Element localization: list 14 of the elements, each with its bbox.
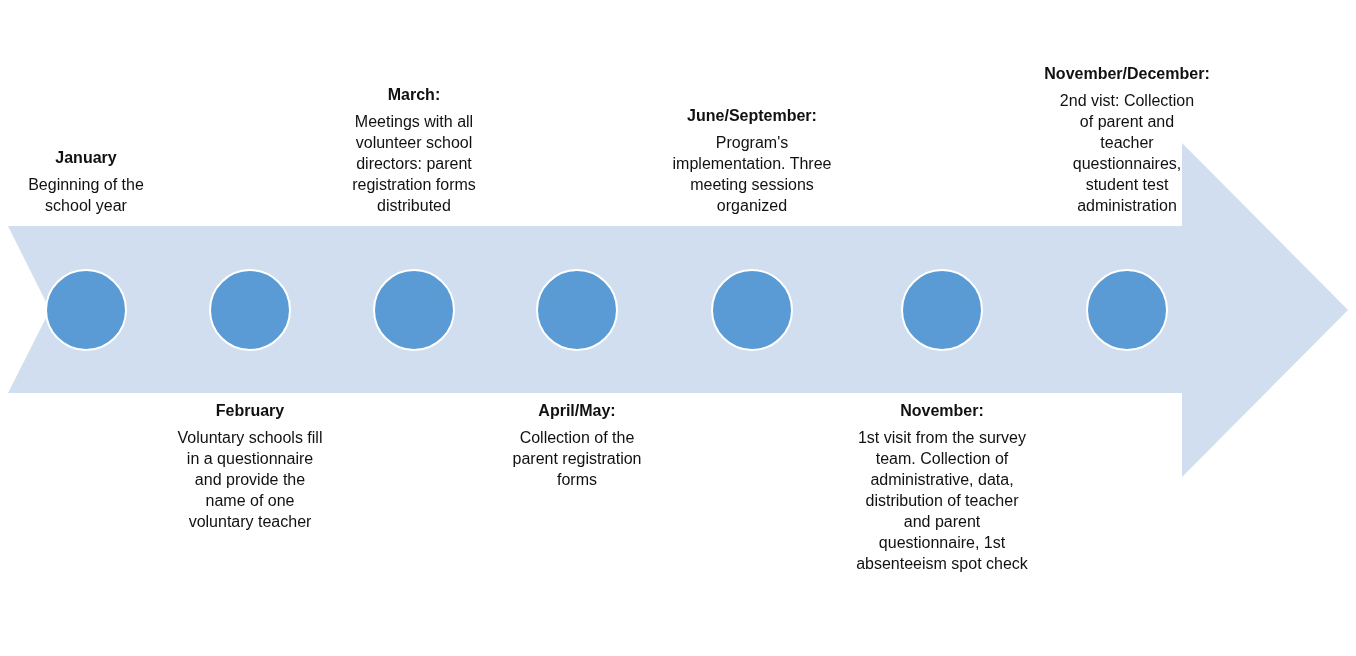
month-heading: April/May: [538,401,616,421]
milestone-description: Collection of the parent registration forms [511,428,643,490]
month-heading: November: [900,401,984,421]
milestone-description: Beginning of the school year [27,175,145,216]
milestone-description: Program's implementation. Three meeting sessions organized [671,133,833,216]
month-heading: June/September: [687,106,817,126]
month-heading: November/December: [1044,64,1210,84]
milestone-description: 1st visit from the survey team. Collection of administrative, data, distribution of teacher and parent questionnaire, 1st absenteeism spot check [855,428,1029,574]
month-heading: January [55,148,117,168]
month-heading: February [215,401,285,421]
milestone-description: Voluntary schools fill in a questionnaire and provide the name of one voluntary teacher [176,428,324,532]
milestone-description: 2nd vist: Collection of parent and teacher questionnaires, student test administration [1058,91,1196,216]
month-heading: March: [387,85,441,105]
milestone-description: Meetings with all volunteer school directors: parent registration forms distributed [351,112,477,216]
